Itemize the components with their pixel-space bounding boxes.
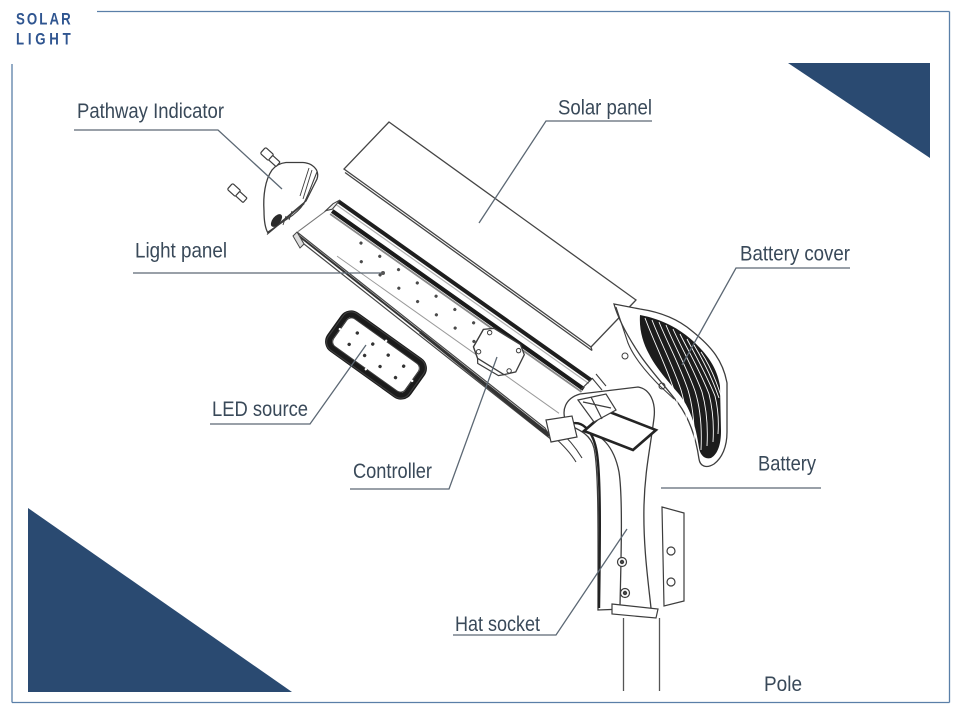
svg-text:Light panel: Light panel [135,240,227,263]
svg-text:LIGHT: LIGHT [16,30,74,49]
svg-text:LED source: LED source [212,398,308,421]
svg-text:Pathway Indicator: Pathway Indicator [77,100,224,123]
svg-text:Pole: Pole [764,673,802,696]
svg-text:Hat socket: Hat socket [455,613,540,636]
svg-text:SOLAR: SOLAR [16,10,74,29]
svg-text:Solar panel: Solar panel [558,97,652,120]
svg-text:Battery: Battery [758,453,816,476]
svg-text:Controller: Controller [353,460,432,483]
svg-text:Battery cover: Battery cover [740,243,850,266]
